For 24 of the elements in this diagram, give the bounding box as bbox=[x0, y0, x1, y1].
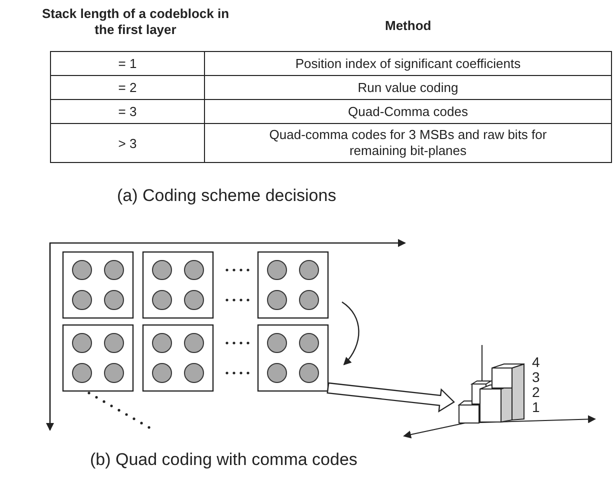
level-number: 2 bbox=[532, 385, 540, 399]
quad-block bbox=[257, 251, 329, 319]
table-cell: = 3 bbox=[50, 100, 204, 124]
column-header: Stack length of a codeblock in the first layer bbox=[40, 6, 230, 38]
curved-arrow bbox=[342, 302, 360, 366]
hollow-arrow bbox=[326, 382, 455, 413]
caption: (b) Quad coding with comma codes bbox=[90, 450, 358, 470]
table-cell: > 3 bbox=[50, 124, 204, 162]
table-cell: Run value coding bbox=[204, 76, 612, 100]
level-number: 4 bbox=[532, 355, 540, 369]
table-cell: = 1 bbox=[50, 52, 204, 76]
table-cell: = 2 bbox=[50, 76, 204, 100]
quad-block bbox=[257, 324, 329, 392]
quad-block bbox=[62, 251, 134, 319]
level-number: 3 bbox=[532, 370, 540, 384]
table-cell: Position index of significant coefficients bbox=[204, 52, 612, 76]
quad-block bbox=[142, 251, 214, 319]
quad-block bbox=[62, 324, 134, 392]
level-number: 1 bbox=[532, 400, 540, 414]
table-cell: Quad-Comma codes bbox=[204, 100, 612, 124]
caption: (a) Coding scheme decisions bbox=[117, 186, 336, 206]
column-header: Method bbox=[385, 18, 432, 33]
table-cell: Quad-comma codes for 3 MSBs and raw bits for remaining bit-planes bbox=[204, 124, 612, 162]
quad-block bbox=[142, 324, 214, 392]
